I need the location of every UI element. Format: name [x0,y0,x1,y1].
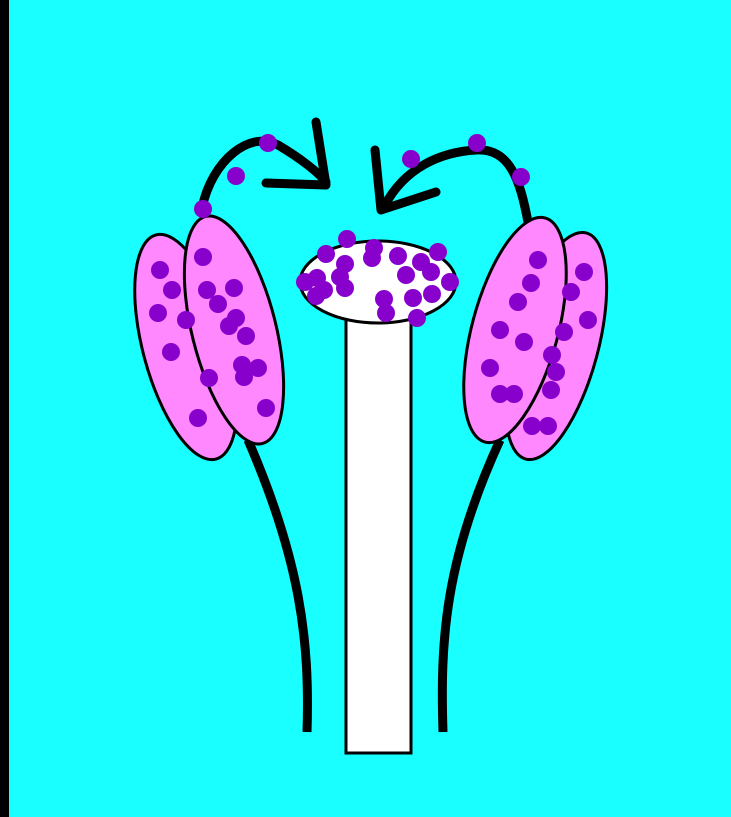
pollen-grain [562,283,580,301]
pollen-grain [522,274,540,292]
pollen-grain [468,134,486,152]
pollen-grain [408,309,426,327]
pollen-grain [575,263,593,281]
pollen-grain [200,369,218,387]
pollen-grain [257,399,275,417]
pollen-grain [317,245,335,263]
left-border [0,0,9,817]
pollen-grain [404,289,422,307]
pollen-grain [402,150,420,168]
pollen-grain [523,417,541,435]
pollen-grain [512,168,530,186]
style [346,305,411,753]
pollen-grain [296,273,314,291]
pollen-grain [225,279,243,297]
pollen-grain [227,167,245,185]
pollen-grain [194,248,212,266]
pollen-grain [209,295,227,313]
pollen-grain [363,249,381,267]
pollen-grain [315,281,333,299]
pollen-grain [151,261,169,279]
pollen-grain [481,359,499,377]
pollen-grain [515,333,533,351]
pollen-grain [555,323,573,341]
pollen-grain [377,304,395,322]
pollen-grain [220,317,238,335]
pollen-grain [579,311,597,329]
pollen-grain [235,368,253,386]
pollen-grain [237,327,255,345]
pollen-grain [189,409,207,427]
pollen-grain [529,251,547,269]
pollen-grain [423,285,441,303]
pollen-grain [539,417,557,435]
pollen-grain [397,266,415,284]
pollen-grain [163,281,181,299]
pollen-grain [149,304,167,322]
pollen-grain [547,363,565,381]
pollen-grain [198,281,216,299]
pollen-grain [177,311,195,329]
pollen-grain [542,381,560,399]
pollen-grain [336,279,354,297]
pollen-grain [162,343,180,361]
pollen-grain [491,321,509,339]
pollen-grain [505,385,523,403]
pollen-grain [509,293,527,311]
pollen-grain [422,263,440,281]
pollen-grain [429,243,447,261]
pollen-grain [441,273,459,291]
pollen-grain [389,247,407,265]
pollen-grain [338,230,356,248]
pollen-grain [543,346,561,364]
pollen-grain [259,134,277,152]
pollen-grain [194,200,212,218]
